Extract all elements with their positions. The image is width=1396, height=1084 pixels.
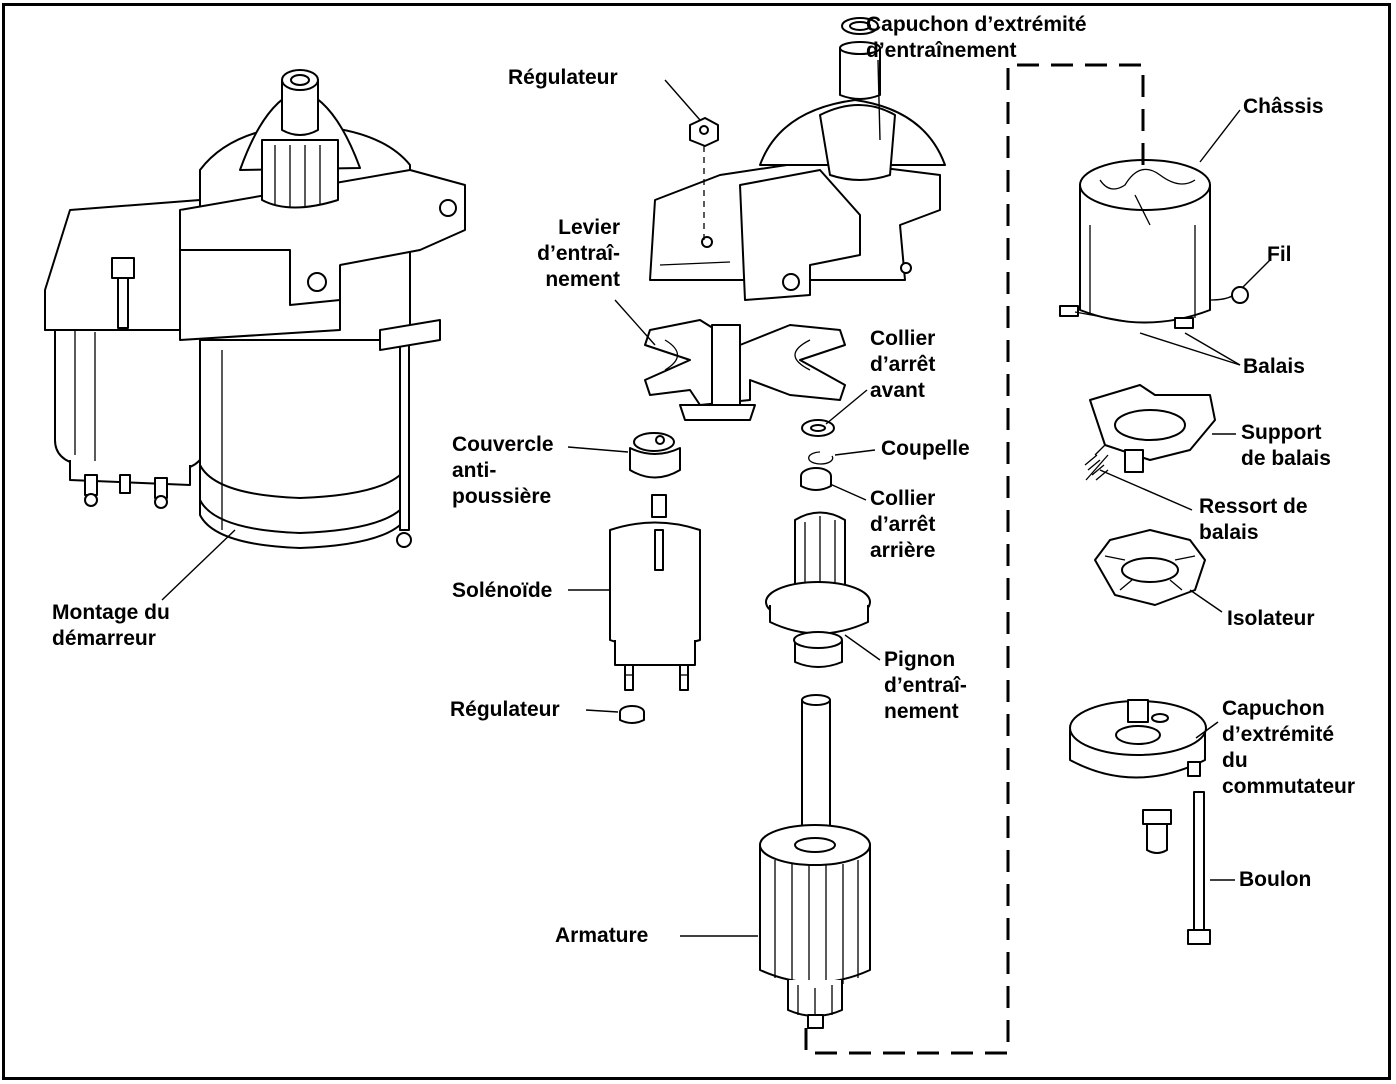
label-armature: Armature [555, 924, 649, 947]
label-starter-assembly: Montage du démarreur [52, 601, 170, 650]
label-dust-cover: Couvercle anti- poussière [452, 433, 554, 508]
commutator-end-cap-part [1069, 699, 1207, 854]
starter-assembly [44, 69, 466, 549]
label-insulator: Isolateur [1227, 607, 1315, 630]
drive-pinion-part [765, 511, 871, 668]
through-bolt-part [1187, 791, 1211, 945]
brush-holder-part [1084, 384, 1216, 481]
label-brush-spring: Ressort de balais [1199, 495, 1308, 544]
label-regulator-bottom: Régulateur [450, 698, 560, 721]
label-drive-end-cap: Capuchon d’extrémité d’entraînement [866, 13, 1087, 62]
label-wire: Fil [1267, 243, 1292, 266]
label-rear-stop-collar: Collier d’arrêt arrière [870, 487, 936, 562]
label-drive-lever: Levier d’entraî- nement [537, 216, 620, 291]
label-brushes: Balais [1243, 355, 1305, 378]
label-drive-pinion: Pignon d’entraî- nement [884, 648, 967, 723]
label-cup: Coupelle [881, 437, 970, 460]
insulator-part [1094, 529, 1206, 606]
label-solenoid: Solénoïde [452, 579, 553, 602]
solenoid-part [609, 494, 701, 691]
label-front-stop-collar: Collier d’arrêt avant [870, 327, 936, 402]
collars-and-cup-part [800, 419, 835, 491]
drive-end-cap-part [649, 17, 946, 301]
label-commutator-end-cap: Capuchon d’extrémité du commutateur [1222, 697, 1356, 798]
assembly-dashed-path [804, 63, 1145, 1055]
label-brush-holder: Support de balais [1241, 421, 1331, 470]
diagram-frame [2, 3, 1391, 1080]
regulator-nut-top-part [689, 117, 719, 240]
dust-cover-part [629, 432, 681, 479]
label-bolt: Boulon [1239, 868, 1312, 891]
label-regulator-top: Régulateur [508, 66, 618, 89]
armature-part [759, 694, 871, 1029]
label-chassis: Châssis [1243, 95, 1324, 118]
regulator-nut-bottom-part [619, 705, 645, 724]
drive-lever-part [644, 319, 846, 421]
chassis-part [1059, 159, 1249, 329]
leader-lines [161, 59, 1271, 937]
